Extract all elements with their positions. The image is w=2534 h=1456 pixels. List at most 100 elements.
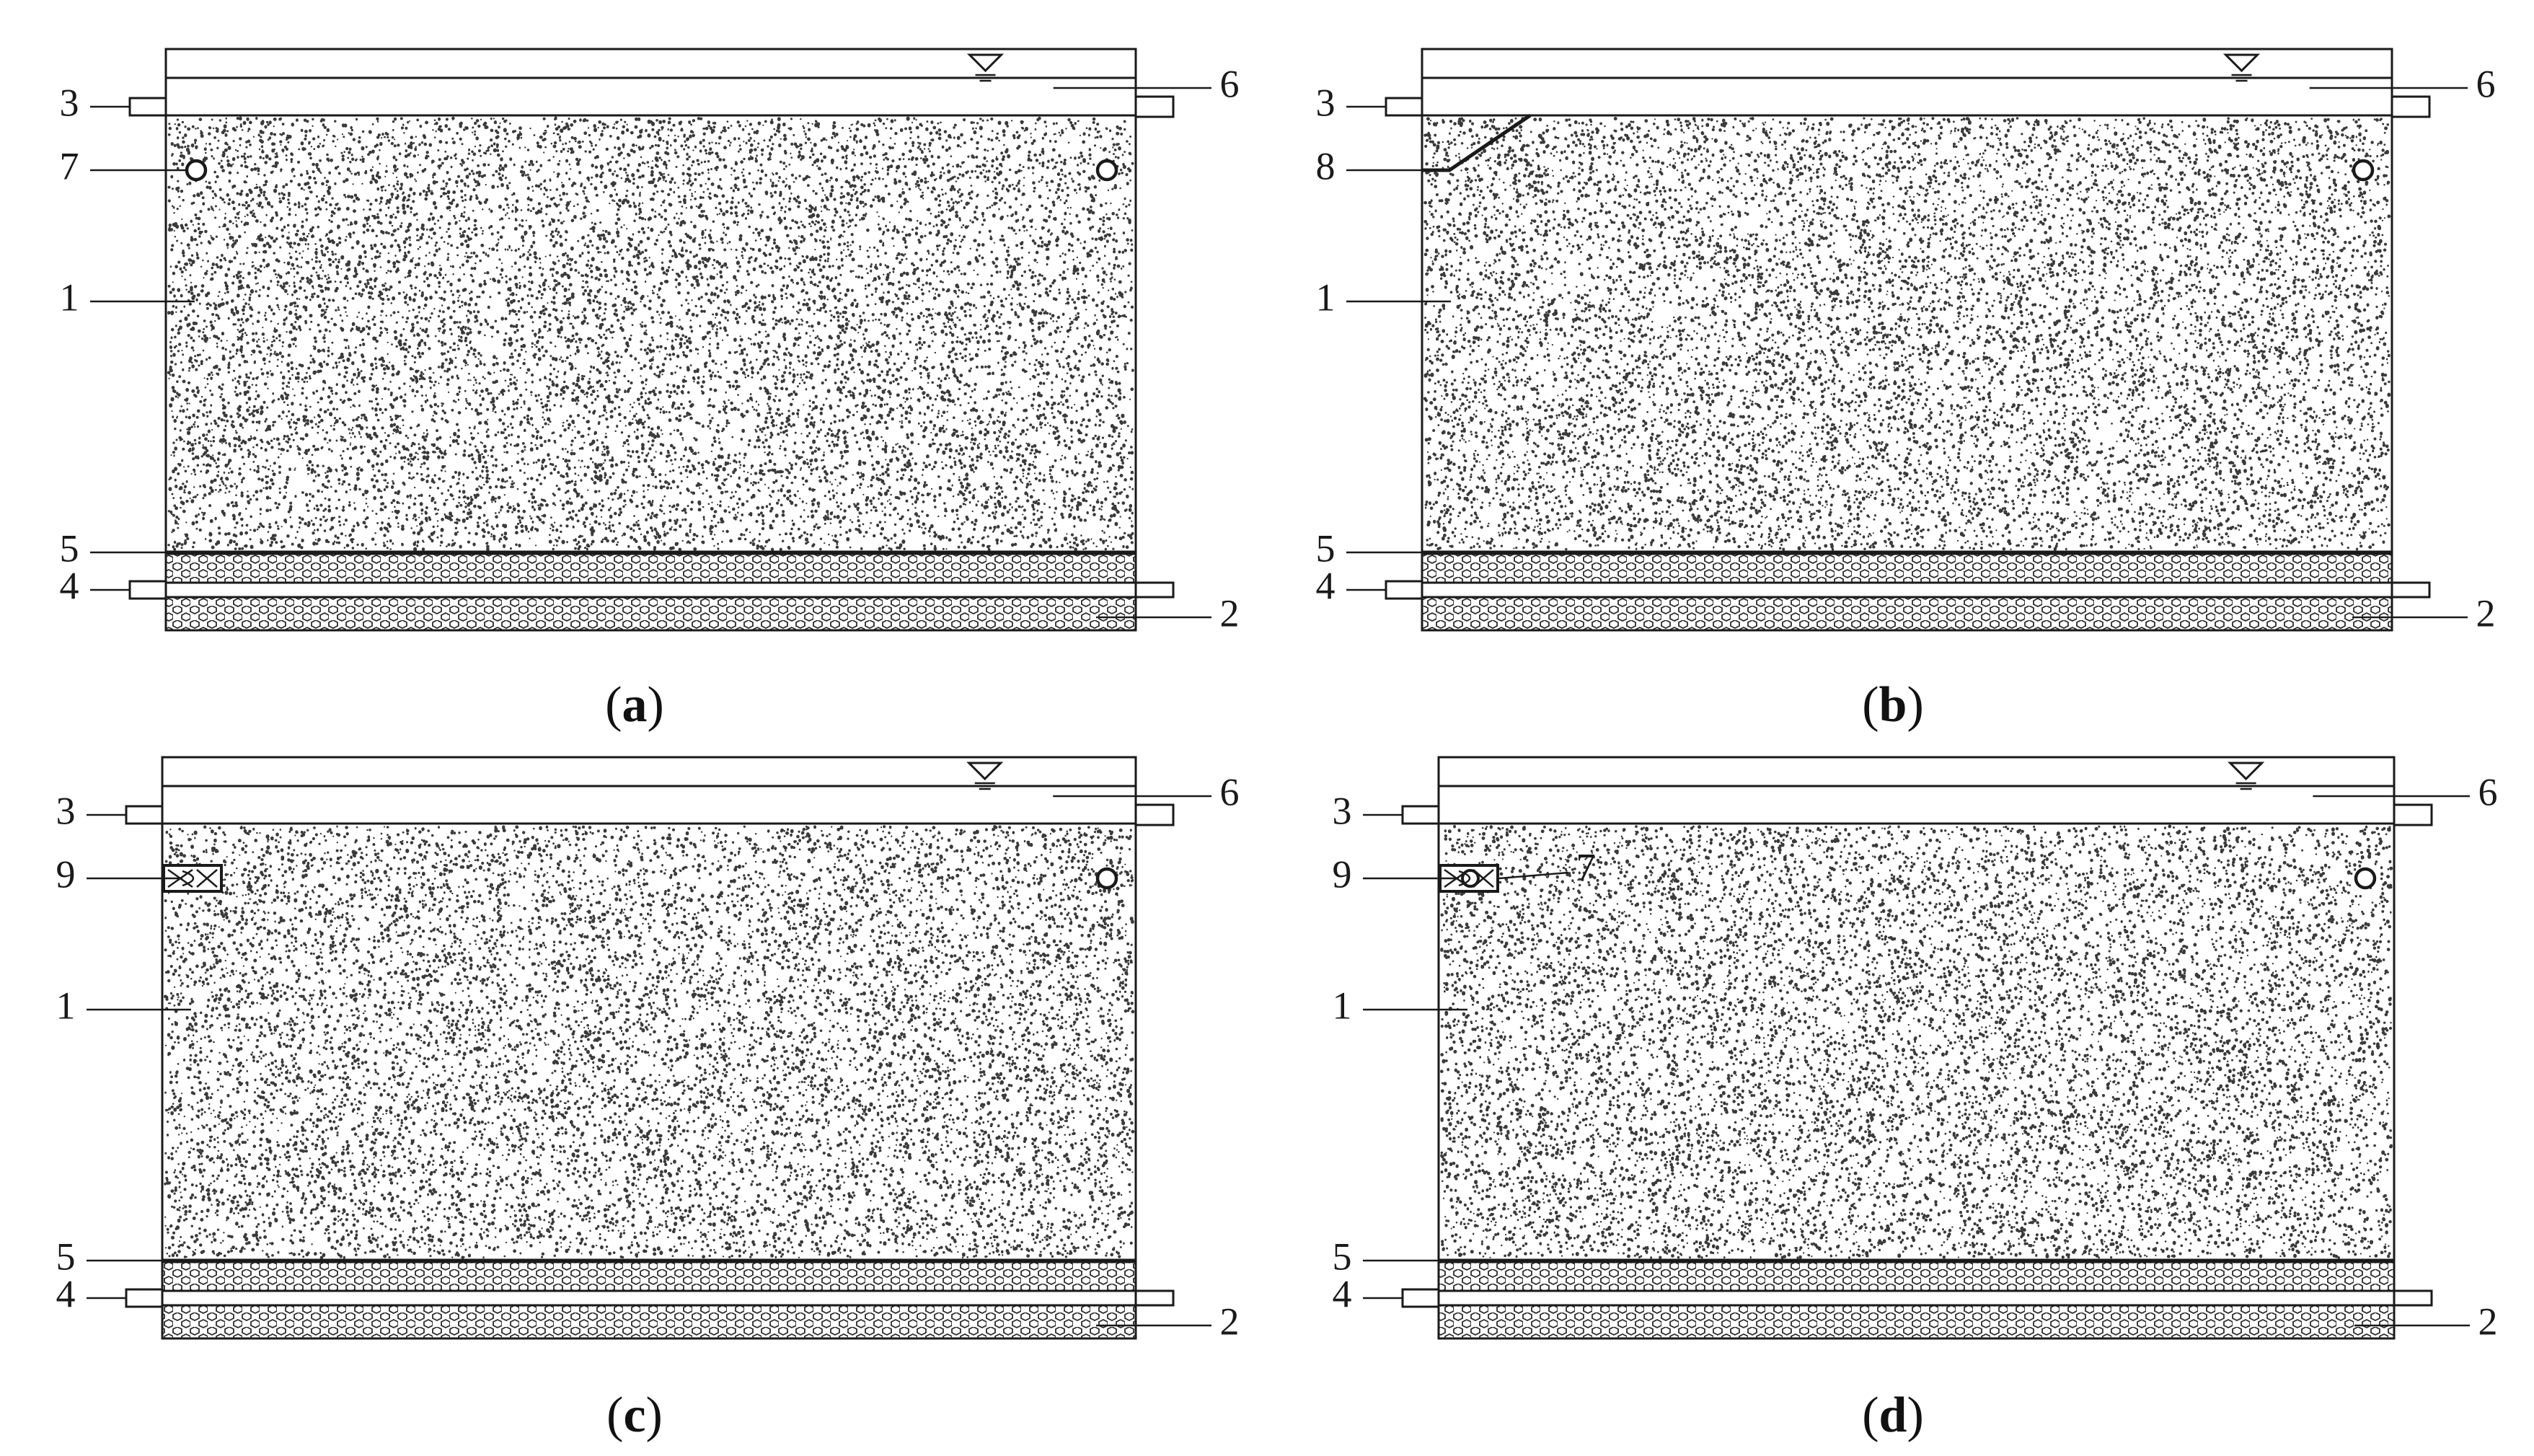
overflow-pipe — [1134, 803, 1175, 826]
outlet-pipe-left — [125, 1288, 164, 1308]
column-outline — [164, 48, 1137, 632]
outlet-pipe-right — [2390, 581, 2431, 599]
callout-label-l6: 6 — [2478, 770, 2498, 813]
callout-label-l6: 6 — [1220, 62, 1240, 105]
callout-label-l2: 2 — [1220, 591, 1240, 635]
caption-letter: a — [622, 677, 648, 733]
caption-letter: c — [623, 1387, 645, 1443]
gravel-layer-lower — [1437, 1304, 2396, 1340]
callout-label-l6: 6 — [2476, 62, 2496, 105]
caption-letter: b — [1879, 677, 1907, 733]
overflow-pipe — [2390, 95, 2431, 118]
outlet-pipe-right — [2393, 1289, 2433, 1307]
sand-grains — [1439, 824, 2393, 1260]
column-outline — [161, 756, 1137, 1340]
overflow-pipe — [2393, 803, 2433, 826]
callout-label-upper_left: 8 — [1316, 144, 1336, 187]
underdrain-band — [161, 1289, 1137, 1307]
gravel-layer-upper — [164, 552, 1137, 584]
callout-line-extra — [1498, 871, 1569, 880]
callout-label-upper_left: 9 — [1333, 852, 1352, 896]
gravel-layer-lower — [1421, 596, 2393, 632]
outlet-pipe-left — [1385, 580, 1423, 600]
callout-label-l3: 3 — [1333, 789, 1352, 832]
water-level-icon — [966, 762, 1004, 781]
panel-c: 3 9 1 54 6 2 (c) — [56, 756, 1240, 1443]
inlet-pipe — [1401, 805, 1440, 825]
sand-media-layer — [1439, 824, 2393, 1260]
callout-label-l5: 5 — [56, 1235, 76, 1278]
sampling-port-right-icon — [2354, 867, 2377, 890]
panel-caption-b: (b) — [1862, 677, 1924, 733]
callout-label-l4: 4 — [56, 1272, 76, 1315]
gravel-layer-upper — [1437, 1261, 2396, 1292]
inlet-pipe — [128, 97, 167, 117]
outlet-pipe-right — [1134, 581, 1175, 599]
outlet-pipe-left — [128, 580, 167, 600]
water-level-icon — [2222, 53, 2261, 73]
callout-label-l5: 5 — [60, 526, 79, 570]
callout-label-l2: 2 — [1220, 1300, 1240, 1343]
caption-close-paren: ) — [1907, 677, 1923, 733]
callout-label-l6: 6 — [1220, 770, 1240, 813]
sampling-port-right-icon — [2352, 159, 2375, 182]
callout-label-upper_left: 9 — [56, 852, 76, 896]
water-level-icon — [2228, 762, 2265, 781]
caption-open-paren: ( — [1862, 1387, 1879, 1443]
sand-media-layer — [1423, 117, 2391, 552]
caption-letter: d — [1879, 1387, 1907, 1443]
callout-label-l4: 4 — [1333, 1272, 1352, 1315]
panel-b: 3 8 1 54 6 2 (b) — [1316, 48, 2496, 733]
callout-label-l1: 1 — [60, 275, 79, 319]
callout-label-upper_left: 7 — [60, 144, 79, 187]
water-level-icon — [966, 53, 1005, 73]
callout-label-l1: 1 — [56, 984, 76, 1027]
panel-d: 3 9 1 54 6 2 7 (d) — [1333, 756, 2498, 1443]
panel-caption-d: (d) — [1862, 1387, 1924, 1443]
sand-grains — [1423, 117, 2391, 552]
callout-label-l4: 4 — [1316, 564, 1336, 607]
caption-open-paren: ( — [1862, 677, 1879, 733]
panel-caption-a: (a) — [605, 677, 664, 733]
gravel-layer-upper — [1421, 552, 2393, 584]
column-outline — [1421, 48, 2393, 632]
outlet-pipe-left — [1401, 1288, 1440, 1308]
caption-close-paren: ) — [646, 1387, 663, 1443]
callout-label-l5: 5 — [1316, 526, 1336, 570]
callout-label-l3: 3 — [56, 789, 76, 832]
sampling-port-right-icon — [1095, 159, 1118, 182]
callout-label-l4: 4 — [60, 564, 79, 607]
caption-close-paren: ) — [648, 677, 664, 733]
sampling-port-right-icon — [1095, 867, 1118, 890]
callout-label-l3: 3 — [60, 81, 79, 124]
gravel-layer-lower — [161, 1304, 1137, 1340]
inlet-pipe — [1385, 97, 1423, 117]
caption-close-paren: ) — [1907, 1387, 1923, 1443]
callout-label-l1: 1 — [1316, 275, 1336, 319]
callout-label-l2: 2 — [2476, 591, 2496, 635]
callout-label-l5: 5 — [1333, 1235, 1352, 1278]
panel-a: 3 7 1 54 6 2 (a) — [60, 48, 1240, 733]
caption-open-paren: ( — [606, 1387, 623, 1443]
inlet-pipe — [125, 805, 164, 825]
gravel-layer-lower — [164, 596, 1137, 632]
underdrain-band — [1421, 581, 2393, 599]
callout-label-extra: 7 — [1576, 845, 1596, 888]
sampling-port-left-icon — [185, 159, 208, 182]
sand-media-layer — [167, 116, 1134, 552]
caption-open-paren: ( — [605, 677, 622, 733]
underdrain-band — [164, 581, 1137, 599]
outlet-pipe-right — [1134, 1289, 1175, 1307]
callout-label-l1: 1 — [1333, 984, 1352, 1027]
sampling-port-left-icon — [1461, 869, 1480, 888]
panel-caption-c: (c) — [606, 1387, 663, 1443]
sand-media-layer — [164, 824, 1135, 1260]
callout-label-l2: 2 — [2478, 1300, 2498, 1343]
sand-grains — [167, 116, 1134, 552]
sand-grains — [164, 824, 1135, 1260]
callout-label-l3: 3 — [1316, 81, 1336, 124]
gravel-layer-upper — [161, 1261, 1137, 1292]
overflow-pipe — [1134, 95, 1175, 118]
underdrain-band — [1437, 1289, 2396, 1307]
